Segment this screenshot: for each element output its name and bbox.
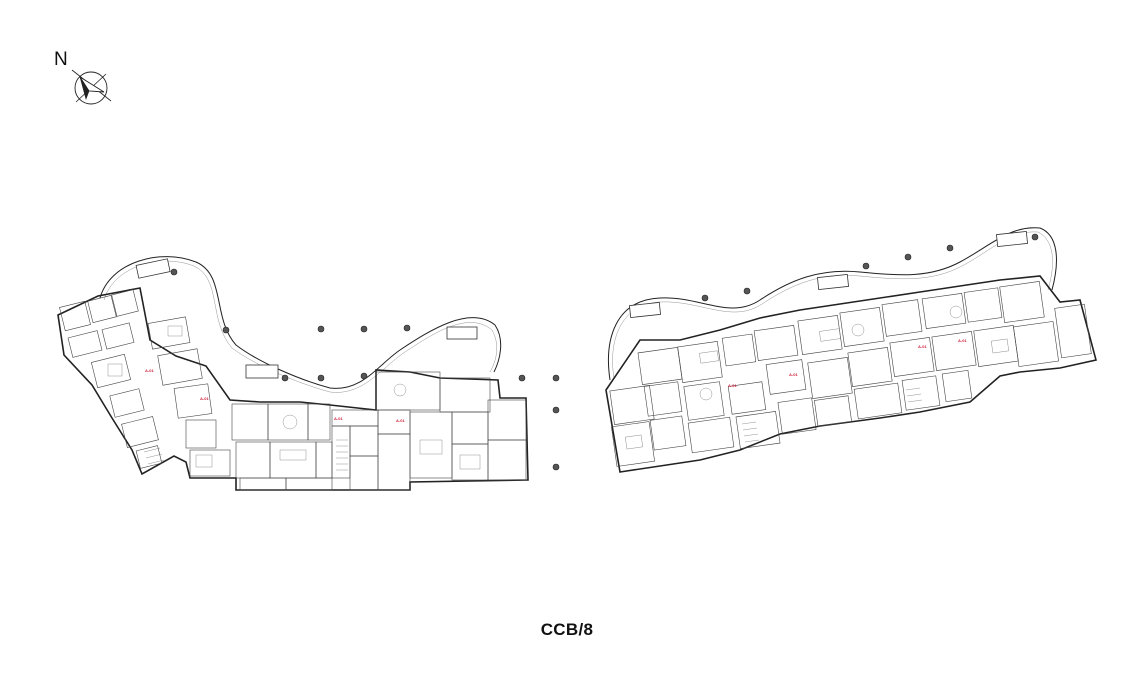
north-arrow-icon [71, 69, 112, 105]
pool [245, 364, 279, 379]
drawing-title: CCB/8 [540, 620, 594, 639]
west-balcony-curve [99, 256, 502, 389]
north-label: N [54, 49, 68, 70]
unit-tag: A-01 [396, 418, 405, 423]
pool [446, 326, 478, 340]
unit-tag: A-01 [334, 416, 343, 421]
room-grid [59, 289, 231, 477]
pool [817, 274, 849, 290]
east-wing-plan: A-01 A-01 A-01 A-01 [605, 227, 1097, 473]
east-balcony-curve [607, 227, 1057, 381]
unit-tag: A-01 [145, 368, 154, 373]
unit-tag: A-01 [918, 344, 927, 349]
room-grid [609, 281, 1092, 467]
room-grid [107, 325, 527, 491]
west-wing-plan: A-01 A-01 A-01 A-01 [57, 256, 529, 491]
unit-tag: A-01 [728, 383, 737, 388]
pool [996, 231, 1028, 247]
structural-columns [170, 233, 1039, 471]
pool [629, 302, 661, 318]
unit-tag: A-01 [789, 372, 798, 377]
unit-tag: A-01 [200, 396, 209, 401]
unit-tag: A-01 [958, 338, 967, 343]
pool [135, 258, 171, 279]
